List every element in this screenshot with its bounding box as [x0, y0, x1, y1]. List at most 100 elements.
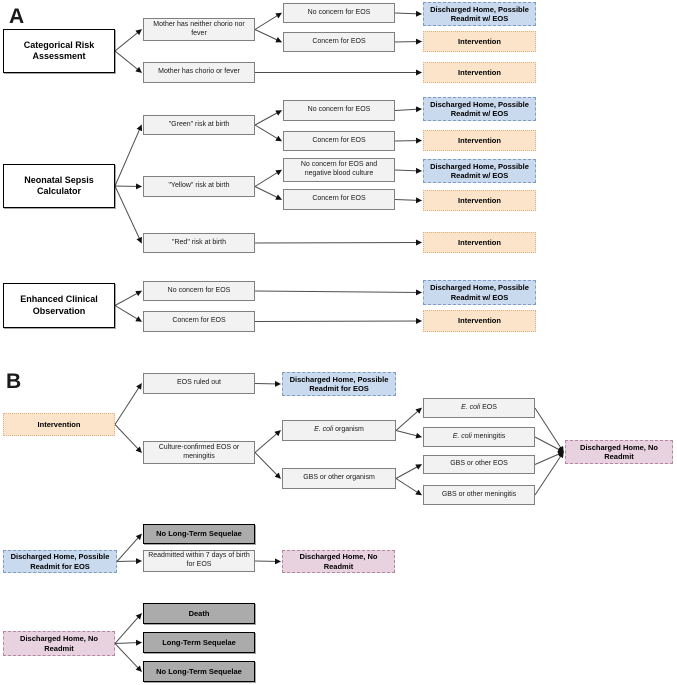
edge-concern-eos-a1-to-intervention-a1: [394, 38, 422, 45]
italic-organism-name: E. coli: [314, 426, 334, 434]
node-label: GBS or other organism: [303, 474, 375, 482]
edge-discharged-no-readmit-3-to-long-term-sequelae: [114, 639, 142, 646]
edge-neonatal-sepsis-calculator-to-green-risk-at-birth: [114, 124, 143, 187]
edge-gbs-or-other-organism-to-gbs-or-other-meningitis: [395, 478, 422, 496]
edge-yellow-risk-at-birth-to-concern-eos-yellow: [254, 186, 282, 200]
node-label: Discharged Home, No Readmit: [20, 634, 98, 653]
panel-b-label: B: [6, 370, 22, 393]
gbs-or-other-eos: GBS or other EOS: [423, 455, 535, 474]
node-label: No Long-Term Sequelae: [156, 529, 242, 539]
edge-discharged-readmit-for-eos-2-to-no-long-term-sequelae-1: [116, 533, 142, 562]
no-concern-eos-a1: No concern for EOS: [283, 3, 395, 23]
node-label: "Red" risk at birth: [172, 238, 226, 246]
enhanced-clinical-observation: Enhanced Clinical Observation: [3, 283, 115, 328]
italic-organism-name: E. coli: [452, 432, 472, 440]
no-long-term-sequelae-1: No Long-Term Sequelae: [143, 524, 255, 544]
edge-green-risk-at-birth-to-no-concern-eos-green: [254, 110, 282, 126]
neonatal-sepsis-calculator: Neonatal Sepsis Calculator: [3, 164, 115, 208]
node-label: Culture-confirmed EOS or meningitis: [158, 443, 240, 460]
node-label: Readmitted within 7 days of birth for EO…: [148, 552, 250, 568]
edge-gbs-or-other-meningitis-to-discharged-no-readmit-1: [534, 451, 564, 496]
no-concern-neg-culture: No concern for EOS and negative blood cu…: [283, 158, 395, 182]
node-label: Discharged Home, Possible Readmit for EO…: [289, 374, 389, 393]
no-concern-eos-eco: No concern for EOS: [143, 281, 255, 301]
intervention-b: Intervention: [3, 413, 115, 436]
node-label: No concern for EOS: [167, 286, 231, 294]
categorical-risk-assessment: Categorical Risk Assessment: [3, 29, 115, 73]
edge-categorical-risk-assessment-to-mother-neither-chorio: [114, 29, 142, 52]
edge-intervention-b-to-eos-ruled-out: [114, 383, 142, 425]
node-label: Discharged Home, Possible Readmit w/ EOS: [430, 161, 529, 180]
node-label: Concern for EOS: [172, 317, 226, 325]
edge-no-concern-eos-green-to-discharged-readmit-w-eos-green: [394, 106, 422, 113]
edge-ecoli-eos-to-discharged-no-readmit-1: [534, 407, 564, 453]
discharged-no-readmit-2: Discharged Home, No Readmit: [282, 550, 395, 573]
edge-concern-eos-eco-to-intervention-eco: [254, 318, 422, 325]
node-label: No Long-Term Sequelae: [156, 666, 242, 676]
node-label: organism: [333, 426, 364, 434]
discharged-readmit-w-eos-green: Discharged Home, Possible Readmit w/ EOS: [423, 97, 536, 121]
node-label: GBS or other EOS: [450, 460, 508, 468]
discharged-readmit-w-eos-yellow: Discharged Home, Possible Readmit w/ EOS: [423, 159, 536, 183]
mother-neither-chorio: Mother has neither chorio nor fever: [143, 18, 255, 41]
panel-a-label: A: [9, 5, 25, 28]
discharged-readmit-w-eos-a1: Discharged Home, Possible Readmit w/ EOS: [423, 2, 536, 26]
edge-no-concern-neg-culture-to-discharged-readmit-w-eos-yellow: [394, 167, 422, 174]
intervention-green: Intervention: [423, 130, 536, 151]
node-label: Intervention: [458, 135, 501, 145]
edge-discharged-no-readmit-3-to-death: [114, 613, 142, 644]
edge-culture-confirmed-eos-to-gbs-or-other-organism: [254, 452, 281, 479]
node-label: No concern for EOS: [307, 8, 371, 16]
node-label: Long-Term Sequelae: [162, 637, 236, 647]
node-label: Death: [188, 608, 210, 618]
ecoli-meningitis: E. coli meningitis: [423, 427, 535, 447]
italic-organism-name: E. coli: [461, 403, 481, 411]
edge-yellow-risk-at-birth-to-no-concern-neg-culture: [254, 169, 282, 187]
node-label: Concern for EOS: [312, 37, 366, 45]
discharged-no-readmit-3: Discharged Home, No Readmit: [3, 631, 115, 656]
edge-neonatal-sepsis-calculator-to-red-risk-at-birth: [114, 185, 142, 244]
edge-concern-eos-green-to-intervention-green: [394, 137, 422, 144]
edge-enhanced-clinical-observation-to-no-concern-eos-eco: [114, 290, 142, 306]
culture-confirmed-eos: Culture-confirmed EOS or meningitis: [143, 441, 255, 464]
edge-concern-eos-yellow-to-intervention-yellow: [394, 197, 422, 204]
concern-eos-eco: Concern for EOS: [143, 311, 255, 332]
node-label: Mother has neither chorio nor fever: [153, 20, 245, 37]
node-label: Intervention: [37, 419, 81, 429]
node-label: Intervention: [458, 67, 501, 77]
node-label: Discharged Home, No Readmit: [580, 442, 658, 461]
node-label: Discharged Home, Possible Readmit w/ EOS: [430, 283, 529, 302]
no-long-term-sequelae-2: No Long-Term Sequelae: [143, 661, 255, 682]
node-label: Intervention: [458, 195, 501, 205]
node-label: Mother has chorio or fever: [158, 68, 240, 76]
edge-categorical-risk-assessment-to-mother-chorio-fever: [114, 50, 142, 73]
edge-eos-ruled-out-to-discharged-readmit-for-eos-b: [254, 380, 281, 387]
eos-ruled-out: EOS ruled out: [143, 373, 255, 394]
node-label: No concern for EOS and negative blood cu…: [300, 161, 378, 177]
no-concern-eos-green: No concern for EOS: [283, 100, 395, 121]
death: Death: [143, 603, 255, 624]
node-label: Discharged Home, Possible Readmit w/ EOS: [430, 4, 529, 23]
edge-readmitted-within-7-days-to-discharged-no-readmit-2: [254, 558, 281, 565]
node-label: Concern for EOS: [312, 195, 366, 203]
node-label: meningitis: [471, 432, 506, 440]
edge-mother-neither-chorio-to-concern-eos-a1: [254, 29, 282, 43]
ecoli-organism: E. coli organism: [282, 420, 396, 441]
edge-ecoli-organism-to-ecoli-eos: [395, 407, 422, 431]
node-label: Intervention: [458, 316, 501, 326]
edge-ecoli-organism-to-ecoli-meningitis: [395, 430, 422, 439]
node-label: EOS: [480, 403, 497, 411]
node-label: Neonatal Sepsis Calculator: [24, 174, 94, 196]
node-label: EOS ruled out: [177, 379, 221, 387]
edge-intervention-b-to-culture-confirmed-eos: [114, 424, 142, 453]
long-term-sequelae: Long-Term Sequelae: [143, 632, 255, 653]
node-label: No concern for EOS: [307, 106, 371, 114]
edge-enhanced-clinical-observation-to-concern-eos-eco: [114, 305, 142, 322]
edge-neonatal-sepsis-calculator-to-yellow-risk-at-birth: [114, 183, 142, 190]
node-label: "Green" risk at birth: [168, 120, 230, 128]
node-label: Discharged Home, Possible Readmit for EO…: [10, 552, 110, 571]
intervention-a1: Intervention: [423, 31, 536, 52]
node-label: Categorical Risk Assessment: [23, 39, 95, 61]
node-label: Intervention: [458, 36, 501, 46]
